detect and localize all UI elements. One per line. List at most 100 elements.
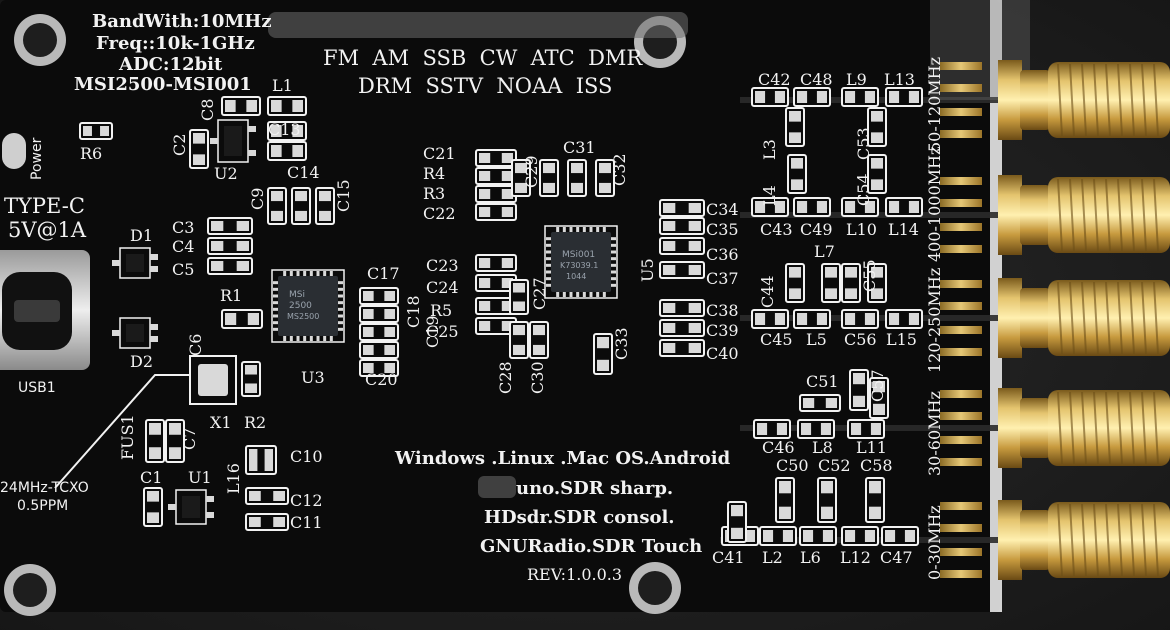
- designator-c6: C6: [186, 333, 205, 356]
- designator-c39: C39: [706, 321, 739, 340]
- smd-passive-32: [245, 513, 289, 531]
- smd-passive-6: [207, 217, 253, 235]
- designator-l11: L11: [856, 438, 887, 457]
- tcxo-crystal: [189, 355, 237, 405]
- spec-adc: ADC:12bit: [119, 54, 223, 75]
- sma-connector-1: [940, 60, 1170, 140]
- designator-c7: C7: [180, 427, 199, 450]
- designator-c31: C31: [563, 138, 596, 157]
- designator-c57: C57: [868, 369, 887, 402]
- designator-l12: L12: [840, 548, 871, 567]
- designator-c30: C30: [528, 361, 547, 394]
- designator-c1: C1: [140, 468, 163, 487]
- smd-passive-25: [659, 217, 705, 235]
- smd-passive-29: [659, 319, 705, 337]
- designator-fus1: FUS1: [118, 414, 137, 460]
- msi001-chip: [544, 225, 618, 299]
- designator-c47: C47: [880, 548, 913, 567]
- band-label-0-30: 0-30MHz: [925, 505, 944, 580]
- designator-c25: C25: [426, 322, 459, 341]
- msi2500-marking-3: MS2500: [287, 312, 320, 321]
- smd-passive-33: [245, 445, 277, 475]
- smd-passive-v-25: [869, 377, 889, 419]
- smd-passive-v-15: [143, 487, 163, 527]
- designator-d1: D1: [130, 226, 154, 245]
- designator-c24: C24: [426, 278, 459, 297]
- smd-passive-17: [475, 297, 517, 315]
- revision: REV:1.0.0.3: [527, 565, 623, 584]
- smd-passive-v-22: [841, 263, 861, 303]
- smd-passive-14: [475, 203, 517, 221]
- smd-passive-23: [359, 359, 399, 377]
- smd-passive-v-26: [775, 477, 795, 523]
- designator-c3: C3: [172, 218, 195, 237]
- designator-c12: C12: [290, 491, 323, 510]
- designator-c54: C54: [854, 173, 873, 206]
- designator-c15: C15: [334, 179, 353, 212]
- designator-c10: C10: [290, 447, 323, 466]
- designator-c48: C48: [800, 70, 833, 89]
- smd-passive-10: [241, 361, 261, 397]
- software-os: Windows .Linux .Mac OS.Android: [395, 448, 731, 469]
- designator-l16: L16: [224, 463, 243, 494]
- smd-passive-54: [881, 526, 919, 546]
- smd-passive-20: [359, 305, 399, 323]
- smd-passive-43: [793, 309, 831, 329]
- designator-c38: C38: [706, 301, 739, 320]
- designator-r5: R5: [430, 301, 453, 320]
- software-line-4: GNURadio.SDR Touch: [480, 536, 703, 557]
- band-label-400-1000: 400-1000MHz: [925, 146, 944, 262]
- designator-c13: C13: [268, 120, 301, 139]
- smd-passive-3: [267, 121, 307, 141]
- band-label-30-60: 30-60MHz: [925, 391, 944, 476]
- designator-u5: U5: [638, 258, 657, 282]
- designator-l15: L15: [886, 330, 917, 349]
- smd-passive-9: [221, 309, 263, 329]
- usb-c-connector: [0, 250, 90, 370]
- smd-passive-v-17: [867, 107, 887, 147]
- designator-u1: U1: [188, 468, 212, 487]
- smd-passive-46: [753, 419, 791, 439]
- smd-passive-7: [207, 237, 253, 255]
- smd-passive-2: [267, 96, 307, 116]
- smd-passive-45: [885, 309, 923, 329]
- smd-passive-v-8: [595, 159, 615, 197]
- designator-c52: C52: [818, 456, 851, 475]
- designator-c53: C53: [854, 127, 873, 160]
- sma-connector-4: [940, 388, 1170, 468]
- smd-passive-v-3: [291, 187, 311, 225]
- designator-c21: C21: [423, 144, 456, 163]
- designator-l3: L3: [760, 139, 779, 160]
- designator-c20: C20: [365, 370, 398, 389]
- msi2500-chip: [271, 269, 345, 343]
- smd-passive-36: [841, 87, 879, 107]
- smd-passive-19: [359, 287, 399, 305]
- tcxo-label: 24MHz-TCXO: [0, 480, 89, 496]
- spec-chipset: MSI2500-MSI001: [74, 74, 252, 95]
- software-line-2: uno.SDR sharp.: [516, 478, 674, 499]
- smd-passive-16: [475, 274, 517, 292]
- designator-c29: C29: [522, 155, 541, 188]
- smd-passive-24: [659, 199, 705, 217]
- designator-l2: L2: [762, 548, 783, 567]
- smd-passive-v-14: [165, 419, 185, 463]
- designator-c45: C45: [760, 330, 793, 349]
- designator-c46: C46: [762, 438, 795, 457]
- smd-passive-44: [841, 309, 879, 329]
- smd-passive-13: [475, 185, 517, 203]
- smd-passive-38: [751, 197, 789, 217]
- power-rating: 5V@1A: [8, 218, 87, 242]
- smd-passive-30: [659, 339, 705, 357]
- modes-line-1: FM AM SSB CW ATC DMR: [323, 46, 643, 70]
- designator-c37: C37: [706, 269, 739, 288]
- smd-passive-51: [759, 526, 797, 546]
- sma-connector-2: [940, 175, 1170, 255]
- msi2500-marking-1: MSi: [289, 290, 305, 300]
- designator-c33: C33: [612, 327, 631, 360]
- designator-c8: C8: [198, 98, 217, 121]
- designator-c18: C18: [404, 295, 423, 328]
- smd-passive-21: [359, 323, 399, 341]
- smd-passive-v-10: [509, 321, 529, 359]
- smd-passive-v-28: [865, 477, 885, 523]
